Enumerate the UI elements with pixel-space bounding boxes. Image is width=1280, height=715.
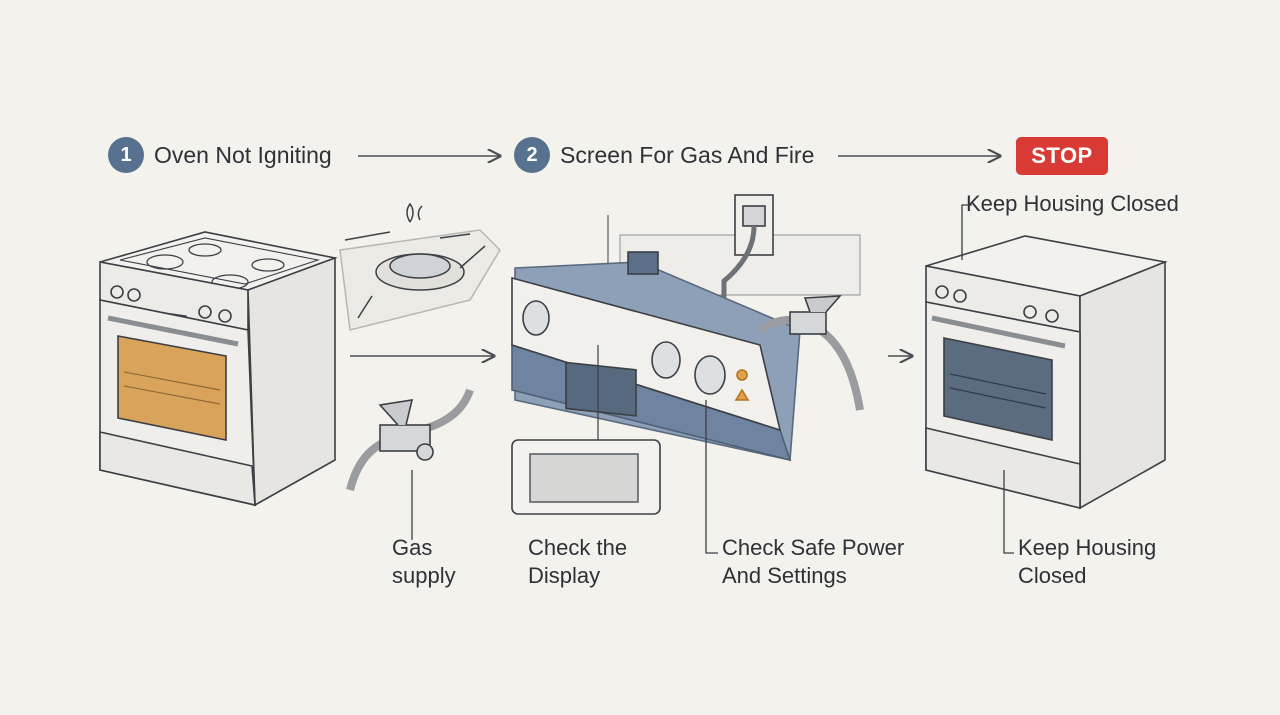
step-1: 1 Oven Not Igniting	[108, 137, 332, 173]
callout-leaders	[411, 204, 1014, 554]
callout-keep-housing-closed-bottom: Keep Housing Closed	[1018, 535, 1157, 588]
oven-illustration-left	[99, 231, 338, 507]
oven-illustration-right	[925, 235, 1168, 510]
step-2-number-badge: 2	[514, 137, 550, 173]
burner-illustration	[339, 202, 501, 331]
step-1-number-badge: 1	[108, 137, 144, 173]
callout-check-power-settings: Check Safe Power And Settings	[722, 535, 905, 588]
stop-badge: STOP	[1016, 137, 1108, 175]
step-1-label: Oven Not Igniting	[154, 141, 332, 168]
callout-gas-supply: Gas supply	[392, 535, 456, 588]
callout-keep-housing-closed-top: Keep Housing Closed	[966, 191, 1179, 216]
step-2-label: Screen For Gas And Fire	[560, 141, 815, 168]
control-panel-illustration	[511, 194, 864, 515]
step-2: 2 Screen For Gas And Fire	[514, 137, 814, 173]
gas-valve-illustration	[346, 388, 474, 492]
callout-check-display: Check the Display	[528, 535, 628, 588]
